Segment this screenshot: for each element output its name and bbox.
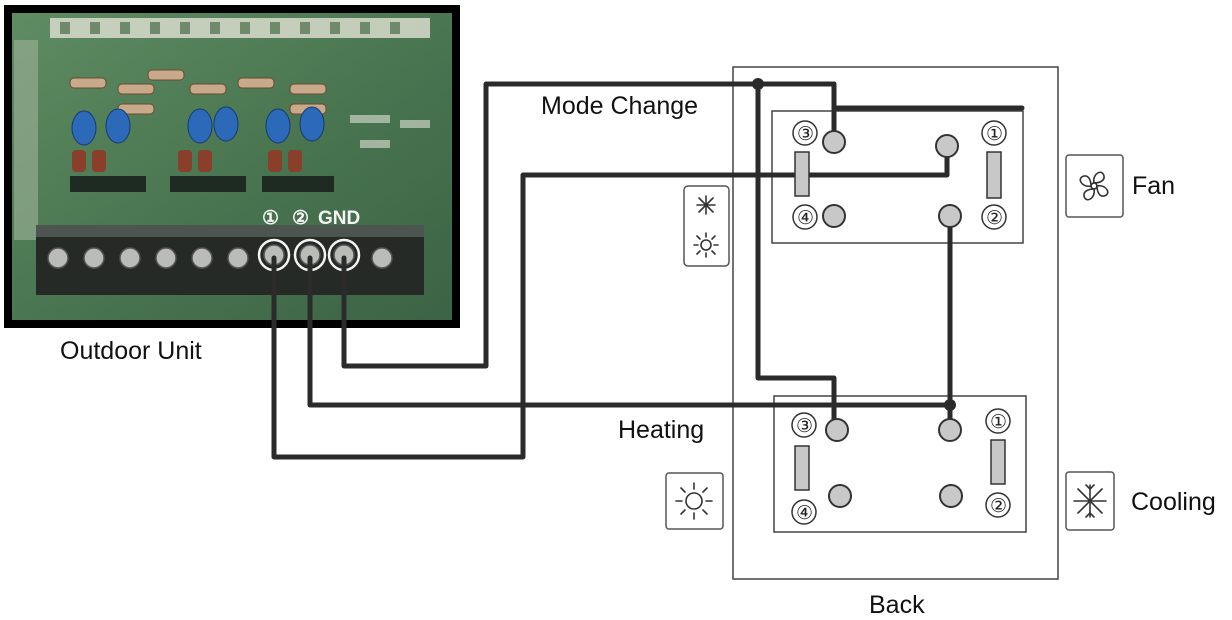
junction-bottom	[944, 399, 956, 411]
heat-terminal-2	[939, 484, 963, 508]
mode-t1-label: ①	[986, 123, 1003, 145]
pcb-label-1: ①	[262, 208, 279, 229]
wire-top-edge	[831, 81, 1025, 111]
heat-contact-bar-left	[794, 445, 810, 491]
pcb-label-2: ②	[292, 208, 309, 229]
heating-label: Heating	[618, 416, 704, 444]
mode-terminal-2	[938, 204, 962, 228]
cooling-label: Cooling	[1131, 488, 1216, 516]
wires	[271, 78, 1025, 460]
heat-t1-label: ①	[990, 411, 1007, 433]
mode-terminal-3	[822, 130, 846, 154]
mode-contact-bar-left	[794, 151, 810, 197]
mode-t4-label: ④	[797, 207, 814, 229]
mode-t2-label: ②	[986, 207, 1003, 229]
fan-icon	[1065, 154, 1124, 218]
mode-terminal-4	[822, 204, 846, 228]
wire-terminal-1	[271, 143, 950, 460]
heat-t3-label: ③	[796, 415, 813, 437]
snowflake-icon	[1065, 471, 1115, 531]
heat-terminal-4	[828, 484, 852, 508]
heat-terminal-3	[825, 418, 849, 442]
pcb-label-gnd: GND	[318, 208, 360, 229]
mode-t3-label: ③	[797, 123, 814, 145]
snowflake-sun-icon	[683, 185, 730, 267]
sun-icon	[665, 472, 724, 530]
outdoor-unit-pcb: ① ② GND	[4, 5, 460, 328]
outdoor-unit-label: Outdoor Unit	[60, 337, 202, 365]
back-label: Back	[869, 591, 925, 619]
junction-top	[752, 78, 764, 90]
mode-change-label: Mode Change	[541, 92, 698, 120]
wire-terminal-2	[307, 255, 953, 431]
heat-t2-label: ②	[990, 495, 1007, 517]
fan-label: Fan	[1132, 172, 1175, 200]
heat-t4-label: ④	[796, 502, 813, 524]
heat-terminal-1	[938, 418, 962, 442]
heat-cool-terminals: ③ ④ ① ②	[791, 408, 1011, 525]
mode-change-terminals: ③ ④ ① ②	[792, 120, 1007, 230]
mode-contact-bar-right	[986, 151, 1002, 199]
mode-terminal-1	[935, 134, 959, 158]
heat-contact-bar-right	[990, 439, 1006, 485]
